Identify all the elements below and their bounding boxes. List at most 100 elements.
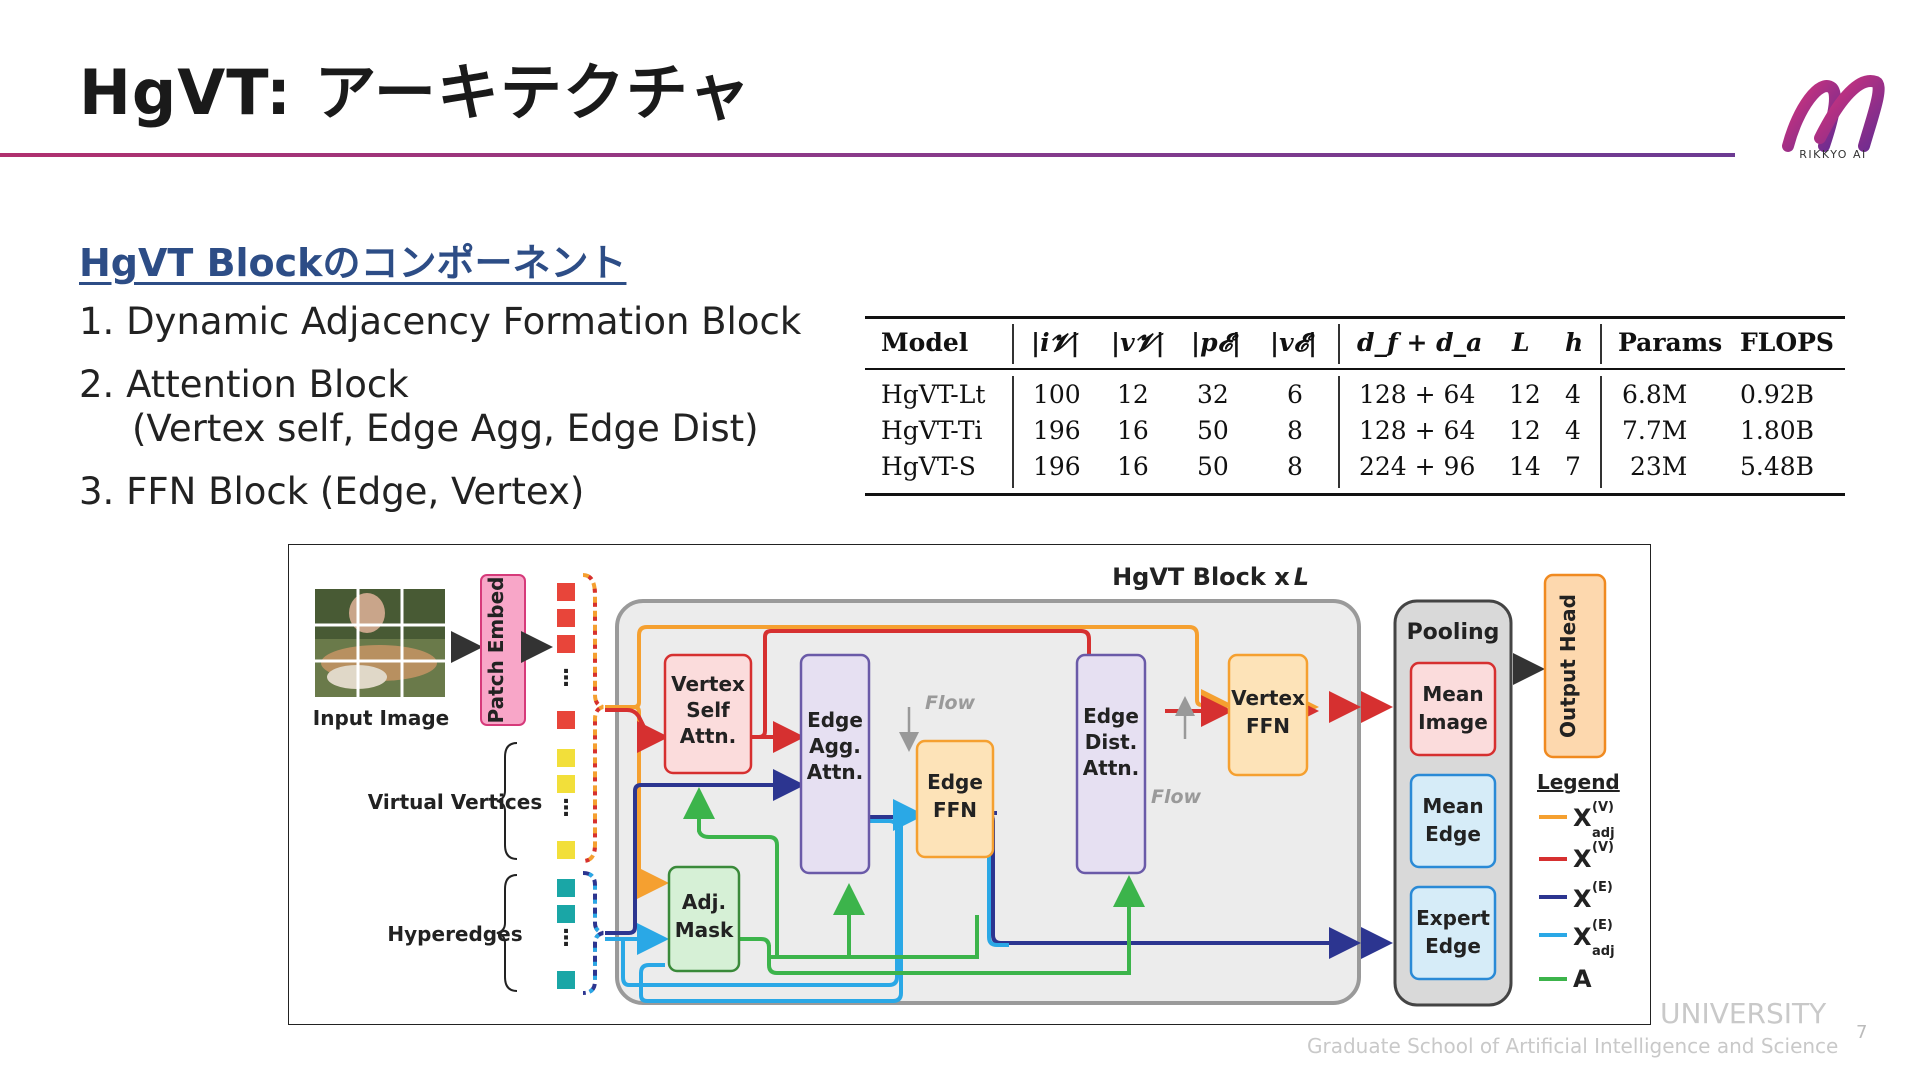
svg-text:⋮: ⋮ bbox=[555, 796, 577, 821]
mean-image-block bbox=[1409, 661, 1497, 757]
mean-image-label-2: Image bbox=[1418, 710, 1488, 734]
table-cell: 4 bbox=[1565, 380, 1581, 409]
edge-ffn-label-2: FFN bbox=[933, 798, 977, 822]
list-item-3: 3. FFN Block (Edge, Vertex) bbox=[79, 470, 585, 513]
table-header-cell: FLOPS bbox=[1740, 328, 1834, 357]
table-cell: 7.7M bbox=[1622, 416, 1688, 445]
table-separator bbox=[1600, 324, 1602, 364]
svg-text:adj: adj bbox=[1592, 944, 1615, 959]
table-cell: 5.48B bbox=[1740, 452, 1815, 481]
logo-text: RIKKYO AI bbox=[1799, 148, 1867, 161]
vertex-ffn-label-1: Vertex bbox=[1231, 686, 1305, 710]
table-cell: 12 bbox=[1509, 416, 1541, 445]
vertex-ffn-block bbox=[1227, 653, 1309, 777]
table-header-cell: L bbox=[1512, 328, 1530, 357]
svg-text:X: X bbox=[1573, 804, 1592, 832]
adj-mask-label-2: Mask bbox=[675, 918, 734, 942]
vertex-self-attn-block bbox=[663, 653, 753, 775]
table-cell: 196 bbox=[1033, 416, 1081, 445]
pooling-label: Pooling bbox=[1407, 620, 1500, 645]
hgvt-block-l: L bbox=[1294, 563, 1309, 591]
vertex-self-attn-label-1: Vertex bbox=[671, 672, 745, 696]
table-header-rule bbox=[865, 368, 1845, 370]
edge-ffn-label-1: Edge bbox=[927, 770, 983, 794]
vertex-self-attn-label-2: Self bbox=[686, 698, 730, 722]
legend-title: Legend bbox=[1537, 770, 1620, 794]
svg-text:A: A bbox=[1573, 965, 1592, 993]
table-cell: 8 bbox=[1287, 416, 1303, 445]
rikkyo-ai-logo bbox=[1782, 75, 1885, 152]
edge-dist-attn-label-3: Attn. bbox=[1083, 756, 1139, 780]
table-cell: 224 + 96 bbox=[1359, 452, 1476, 481]
hyperedge-tokens: ⋮ bbox=[555, 879, 577, 989]
hyperedges-label: Hyperedges bbox=[387, 922, 522, 946]
vertex-ffn-label-2: FFN bbox=[1246, 714, 1290, 738]
table-header-cell: Params bbox=[1618, 328, 1723, 357]
flow-label-down: Flow bbox=[925, 692, 976, 714]
table-cell: 4 bbox=[1565, 416, 1581, 445]
edge-agg-attn-label-1: Edge bbox=[807, 708, 863, 732]
edge-dist-attn-block bbox=[1075, 653, 1147, 875]
table-cell: 7 bbox=[1565, 452, 1581, 481]
table-separator bbox=[1012, 324, 1014, 364]
legend-item-x-v: X (V) bbox=[1539, 840, 1614, 873]
legend-item-xadj-v: X (V) adj bbox=[1539, 800, 1615, 841]
table-separator bbox=[1338, 376, 1340, 488]
svg-text:X: X bbox=[1573, 845, 1592, 873]
input-image-label: Input Image bbox=[313, 706, 449, 730]
table-header-cell: |v𝓔| bbox=[1270, 328, 1318, 357]
edge-dist-attn-label-2: Dist. bbox=[1085, 730, 1138, 754]
slide-title: HgVT: アーキテクチャ bbox=[79, 56, 752, 129]
edge-dist-attn-label-1: Edge bbox=[1083, 704, 1139, 728]
table-cell: 50 bbox=[1197, 416, 1229, 445]
table-separator bbox=[1012, 376, 1014, 488]
legend-item-x-e: X (E) bbox=[1539, 880, 1613, 913]
legend-item-xadj-e: X (E) adj bbox=[1539, 918, 1615, 959]
list-item-2-detail: (Vertex self, Edge Agg, Edge Dist) bbox=[132, 407, 759, 450]
table-separator bbox=[1338, 324, 1340, 364]
architecture-diagram: Input Image Patch Embed ⋮ ⋮ ⋮ Virtual Ve… bbox=[288, 544, 1651, 1025]
table-header-cell: Model bbox=[881, 328, 969, 357]
table-cell: HgVT-Ti bbox=[881, 416, 983, 445]
mean-edge-label-2: Edge bbox=[1425, 822, 1481, 846]
vertex-self-attn-label-3: Attn. bbox=[680, 724, 736, 748]
table-cell: 12 bbox=[1509, 380, 1541, 409]
legend-item-a: A bbox=[1539, 965, 1592, 993]
table-cell: 32 bbox=[1197, 380, 1229, 409]
table-header-cell: h bbox=[1565, 328, 1584, 357]
svg-text:⋮: ⋮ bbox=[555, 926, 577, 951]
svg-text:X: X bbox=[1573, 923, 1592, 951]
output-head-block bbox=[1543, 573, 1607, 759]
svg-text:adj: adj bbox=[1592, 826, 1615, 841]
svg-text:(E): (E) bbox=[1592, 880, 1613, 895]
edge-agg-attn-block bbox=[799, 653, 871, 875]
virtual-vertices-label: Virtual Vertices bbox=[368, 790, 543, 814]
svg-text:X: X bbox=[1573, 885, 1592, 913]
table-header-cell: |p𝓔| bbox=[1191, 328, 1241, 357]
table-top-rule bbox=[865, 316, 1845, 319]
edge-agg-attn-label-2: Agg. bbox=[809, 734, 861, 758]
edge-ffn-block bbox=[915, 739, 995, 859]
table-cell: 50 bbox=[1197, 452, 1229, 481]
table-cell: 16 bbox=[1117, 452, 1149, 481]
title-divider bbox=[0, 153, 1735, 157]
adj-mask-label-1: Adj. bbox=[682, 890, 726, 914]
flow-label-up: Flow bbox=[1151, 786, 1202, 808]
table-cell: 6 bbox=[1287, 380, 1303, 409]
table-cell: 100 bbox=[1033, 380, 1081, 409]
list-item-1: 1. Dynamic Adjacency Formation Block bbox=[79, 300, 802, 343]
mean-edge-label-1: Mean bbox=[1422, 794, 1483, 818]
table-separator bbox=[1600, 376, 1602, 488]
table-cell: HgVT-Lt bbox=[881, 380, 986, 409]
patch-tokens: ⋮ bbox=[555, 583, 577, 729]
table-cell: 1.80B bbox=[1740, 416, 1815, 445]
table-cell: 23M bbox=[1630, 452, 1688, 481]
svg-text:HgVT Block xL: HgVT Block xL bbox=[1112, 563, 1309, 591]
footer-university: UNIVERSITY bbox=[1660, 997, 1827, 1030]
table-cell: HgVT-S bbox=[881, 452, 976, 481]
model-config-table: Model |i𝓥| |v𝓥| |p𝓔| |v𝓔| d_f + d_a L h … bbox=[865, 316, 1845, 496]
table-cell: 0.92B bbox=[1740, 380, 1815, 409]
expert-edge-block bbox=[1409, 885, 1497, 981]
table-cell: 128 + 64 bbox=[1359, 380, 1476, 409]
footer-school: Graduate School of Artificial Intelligen… bbox=[1307, 1034, 1839, 1058]
